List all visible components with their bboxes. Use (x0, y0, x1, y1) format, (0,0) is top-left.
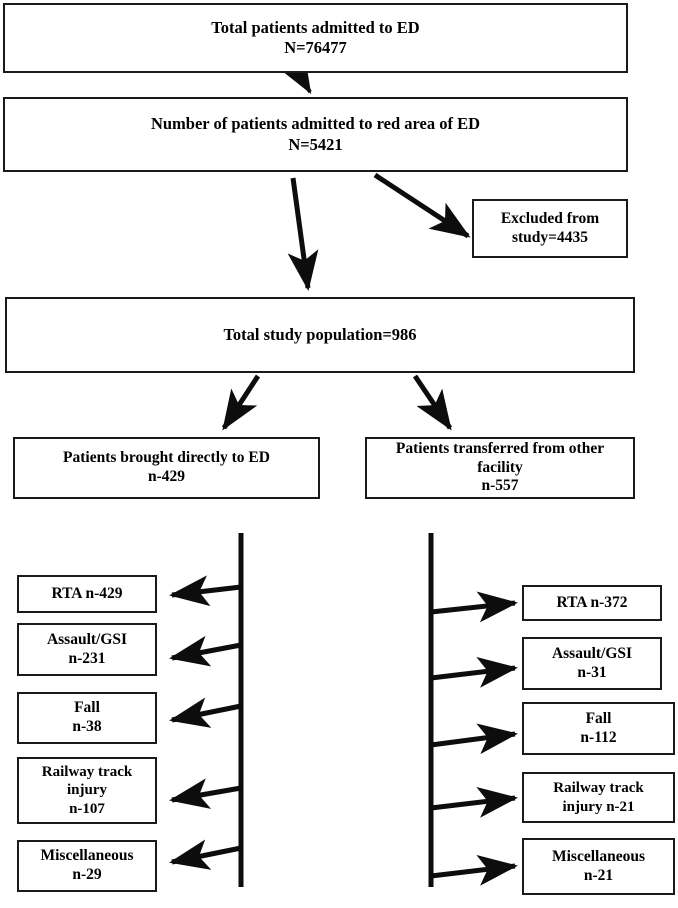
node-red-area-line2: N=5421 (288, 134, 343, 154)
left-leaf-assault-gsi-line2: n-231 (68, 649, 106, 667)
node-excluded: Excluded from study=4435 (472, 199, 628, 258)
right-leaf-miscellaneous-line1: Miscellaneous (552, 847, 645, 865)
right-leaf-fall-line1: Fall (585, 709, 612, 727)
left-leaf-rta: RTA n-429 (17, 575, 157, 613)
node-direct-to-ed-line1: Patients brought directly to ED (63, 449, 270, 467)
left-leaf-fall-line2: n-38 (72, 718, 102, 735)
left-leaf-railway-line3: n-107 (69, 800, 105, 817)
right-leaf-fall: Fall n-112 (522, 702, 675, 755)
right-leaf-rta: RTA n-372 (522, 585, 662, 621)
node-total-admitted-line2: N=76477 (284, 38, 347, 57)
left-leaf-fall: Fall n-38 (17, 692, 157, 744)
left-leaf-miscellaneous-line2: n-29 (72, 866, 102, 883)
right-leaf-miscellaneous: Miscellaneous n-21 (522, 838, 675, 895)
left-leaf-fall-line1: Fall (74, 699, 100, 717)
arrow-total-to-redarea (284, 60, 312, 95)
node-transferred: Patients transferred from other facility… (365, 437, 635, 499)
right-leaf-fall-line2: n-112 (580, 728, 617, 746)
left-leaf-railway-track-injury: Railway track injury n-107 (17, 757, 157, 824)
right-leaf-assault-gsi-line2: n-31 (577, 663, 607, 681)
node-transferred-line1: Patients transferred from other (395, 439, 605, 457)
right-leaf-assault-gsi-line1: Assault/GSI (551, 644, 633, 662)
left-branch-arrows (169, 575, 242, 870)
node-excluded-line2: study=4435 (511, 228, 589, 246)
right-leaf-railway-track-injury: Railway track injury n-21 (522, 772, 675, 823)
right-leaf-railway-line1: Railway track (553, 780, 644, 797)
node-red-area-line1: Number of patients admitted to red area … (150, 114, 481, 134)
node-study-population: Total study population=986 (5, 297, 635, 373)
right-leaf-assault-gsi: Assault/GSI n-31 (522, 637, 662, 690)
right-branch-arrows (430, 591, 518, 886)
arrow-redarea-to-excluded (373, 172, 471, 239)
left-leaf-miscellaneous: Miscellaneous n-29 (17, 840, 157, 892)
right-leaf-railway-line2: injury n-21 (562, 798, 635, 815)
node-transferred-line3: n-557 (481, 477, 519, 495)
node-study-population-line1: Total study population=986 (223, 324, 417, 344)
node-excluded-line1: Excluded from (500, 209, 600, 227)
arrow-studypop-to-transferred (412, 374, 453, 431)
left-leaf-railway-line1: Railway track (41, 764, 133, 781)
right-leaf-miscellaneous-line2: n-21 (583, 866, 614, 884)
node-total-admitted: Total patients admitted to ED N=76477 (3, 3, 628, 73)
arrow-studypop-to-direct (221, 374, 261, 431)
node-transferred-line2: facility (477, 458, 523, 476)
arrow-redarea-to-studypop (287, 177, 319, 291)
node-red-area: Number of patients admitted to red area … (3, 97, 628, 172)
node-direct-to-ed: Patients brought directly to ED n-429 (13, 437, 320, 499)
left-leaf-miscellaneous-line1: Miscellaneous (40, 847, 134, 865)
left-leaf-assault-gsi: Assault/GSI n-231 (17, 623, 157, 676)
node-direct-to-ed-line2: n-429 (147, 468, 186, 485)
left-leaf-rta-line1: RTA n-429 (51, 584, 123, 602)
left-leaf-railway-line2: injury (66, 782, 107, 799)
node-total-admitted-line1: Total patients admitted to ED (211, 17, 420, 37)
right-leaf-rta-line1: RTA n-372 (556, 593, 628, 611)
left-leaf-assault-gsi-line1: Assault/GSI (46, 630, 128, 648)
